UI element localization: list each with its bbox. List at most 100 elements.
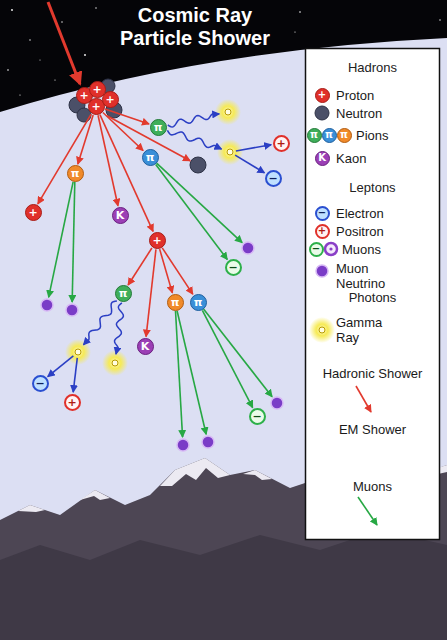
- particle-symbol: π: [146, 152, 155, 163]
- legend-text: Muon Neutrino: [336, 261, 398, 291]
- particle: +: [25, 204, 42, 221]
- legend-text: Muons: [305, 479, 440, 494]
- neutron: [69, 79, 206, 173]
- particle-symbol: π: [154, 122, 163, 133]
- particle-symbol: −: [228, 262, 237, 273]
- particle: π: [142, 149, 159, 166]
- gamma-ray: [112, 360, 118, 366]
- mountains: [0, 458, 447, 640]
- gamma-ray: [217, 139, 243, 165]
- neutrino: [41, 299, 53, 311]
- shower-arrow: [84, 301, 117, 345]
- legend-neutron: [315, 106, 329, 120]
- legend-muon-arrow: [358, 497, 377, 525]
- star: [439, 19, 440, 20]
- neutrino: [271, 397, 283, 409]
- shower-connector: [146, 249, 156, 336]
- legend-icon: −: [315, 206, 330, 221]
- legend-hadronic-arrow: [356, 386, 371, 412]
- legend-gamma: [319, 327, 325, 333]
- legend-heading: Photons: [305, 290, 440, 305]
- legend-symbol: +: [318, 226, 326, 236]
- legend-symbol: π: [310, 130, 318, 140]
- particle: −: [225, 259, 242, 276]
- particle-symbol: K: [116, 210, 125, 221]
- legend-text: Gamma Ray: [336, 315, 391, 345]
- legend-text: Kaon: [336, 151, 366, 166]
- cosmic-ray-arrow: [48, 2, 80, 84]
- star: [294, 31, 295, 32]
- legend-text: Proton: [336, 88, 374, 103]
- particle: π: [150, 119, 167, 136]
- star: [54, 79, 55, 80]
- star: [299, 11, 301, 13]
- neutrino: [41, 242, 283, 451]
- title: Cosmic Ray Particle Shower: [100, 4, 290, 50]
- legend-heading: Hadrons: [305, 60, 440, 75]
- neutrino: [66, 304, 78, 316]
- particle-symbol: π: [71, 168, 80, 179]
- legend-muon: [325, 243, 337, 255]
- particle: +: [102, 91, 119, 108]
- legend-symbol: π: [325, 130, 333, 140]
- legend-box: [306, 49, 440, 540]
- shower-connector: [100, 115, 153, 232]
- star: [19, 94, 20, 95]
- shower-connector: [202, 310, 252, 407]
- particle-symbol: +: [67, 397, 76, 408]
- particle: +: [273, 135, 290, 152]
- shower-arrow: [73, 358, 77, 392]
- particle-symbol: +: [152, 235, 161, 246]
- star: [84, 54, 86, 56]
- particle-symbol: −: [252, 411, 261, 422]
- legend-neutrino: [316, 265, 328, 277]
- shower-arrow: [236, 145, 271, 151]
- star: [11, 9, 13, 11]
- particle: +: [64, 394, 81, 411]
- particle: +: [149, 232, 166, 249]
- star: [61, 21, 62, 22]
- legend-muon: [329, 247, 332, 250]
- particle-symbol: π: [171, 297, 180, 308]
- mountains: [0, 530, 447, 640]
- legend-icon: π: [337, 128, 352, 143]
- particle-symbol: +: [28, 207, 37, 218]
- shower-connector: [98, 115, 118, 205]
- shower-connector: [162, 248, 193, 294]
- particle-symbol: −: [35, 378, 44, 389]
- legend-icon: K: [315, 151, 330, 166]
- particle-symbol: π: [119, 288, 128, 299]
- gamma-ray: [227, 149, 233, 155]
- legend-symbol: −: [312, 244, 320, 254]
- particle: π: [167, 294, 184, 311]
- neutrino: [242, 242, 254, 254]
- gamma-ray: [102, 350, 128, 376]
- particle-symbol: +: [105, 94, 114, 105]
- gamma-ray: [75, 349, 81, 355]
- particle-symbol: +: [92, 84, 101, 95]
- shower-connector: [156, 165, 228, 260]
- legend-text: Pions: [356, 128, 389, 143]
- particle: π: [67, 165, 84, 182]
- particle: −: [249, 408, 266, 425]
- legend-symbol: K: [318, 153, 326, 163]
- mountains: [80, 490, 110, 500]
- mountains: [243, 470, 272, 480]
- shower-arrow: [48, 356, 74, 377]
- shower-arrow: [72, 182, 75, 302]
- legend-icon: π: [307, 128, 322, 143]
- legend-icon: π: [322, 128, 337, 143]
- legend-symbol: π: [340, 130, 348, 140]
- legend-heading: Leptons: [305, 180, 440, 195]
- neutron: [190, 157, 206, 173]
- legend-gamma: [309, 317, 335, 343]
- legend-text: EM Shower: [305, 422, 440, 437]
- shower-arrow: [49, 182, 73, 297]
- shower-connector: [38, 114, 91, 204]
- gamma-ray: [225, 109, 231, 115]
- star: [95, 7, 96, 8]
- gamma-ray: [215, 99, 241, 125]
- legend-icon: +: [315, 224, 330, 239]
- neutrino: [202, 436, 214, 448]
